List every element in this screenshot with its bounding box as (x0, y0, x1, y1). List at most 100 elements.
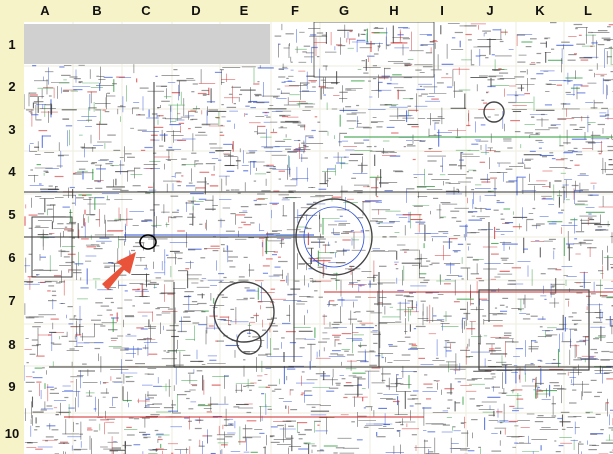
compound-label-mark (445, 73, 449, 75)
compound-label-mark (94, 347, 101, 350)
compound-label-mark (249, 151, 256, 153)
compound-label-mark (142, 347, 149, 349)
compound-label-mark (191, 118, 198, 120)
compound-label-mark (28, 253, 32, 255)
compound-label-mark (87, 427, 92, 429)
compound-label-mark (226, 120, 231, 122)
compound-label-mark (230, 189, 235, 191)
compound-label-mark (400, 424, 404, 426)
compound-label-mark (530, 315, 538, 317)
compound-label-mark (505, 306, 508, 308)
compound-label-mark (300, 102, 308, 104)
compound-label-mark (549, 292, 556, 294)
compound-label-mark (287, 294, 293, 296)
compound-label-mark (116, 76, 125, 78)
compound-label-mark (300, 394, 304, 396)
compound-label-mark (465, 33, 472, 36)
compound-label-mark (86, 119, 93, 121)
compound-label-mark (459, 159, 464, 161)
compound-label-mark (285, 33, 294, 35)
compound-label-mark (427, 160, 437, 162)
compound-label-mark (122, 444, 132, 447)
compound-label-mark (488, 414, 495, 416)
compound-label-mark (492, 69, 499, 71)
compound-label-mark (210, 403, 219, 405)
compound-label-mark (163, 350, 166, 352)
compound-label-mark (171, 452, 174, 454)
compound-label-mark (87, 429, 93, 431)
compound-label-mark (505, 168, 513, 170)
compound-label-mark (587, 31, 593, 34)
compound-label-mark (373, 53, 379, 55)
compound-label-mark (351, 421, 355, 423)
compound-label-mark (491, 253, 499, 255)
compound-label-mark (25, 381, 35, 383)
compound-label-mark (510, 120, 520, 122)
compound-label-mark (298, 263, 306, 265)
compound-label-mark (505, 341, 514, 343)
compound-label-mark (490, 177, 497, 179)
compound-label-mark (557, 388, 567, 390)
compound-label-mark (55, 282, 61, 284)
compound-label-mark (487, 79, 495, 81)
compound-label-mark (607, 149, 613, 152)
compound-label-mark (576, 154, 583, 156)
compound-label-mark (397, 289, 404, 292)
compound-label-mark (317, 424, 320, 426)
compound-label-mark (186, 397, 190, 400)
compound-label-mark (593, 321, 603, 323)
compound-label-mark (414, 403, 422, 405)
compound-label-mark (32, 326, 41, 328)
compound-label-mark (588, 123, 591, 126)
compound-label-mark (539, 326, 543, 328)
compound-label-mark (446, 341, 456, 344)
compound-label-mark (263, 165, 270, 167)
compound-label-mark (145, 405, 150, 407)
compound-label-mark (243, 224, 251, 226)
compound-label-mark (404, 336, 411, 338)
compound-label-mark (162, 117, 166, 119)
compound-label-mark (86, 246, 97, 248)
compound-label-mark (105, 163, 113, 165)
compound-label-mark (318, 296, 323, 298)
compound-label-mark (303, 45, 311, 47)
compound-label-mark (594, 352, 598, 354)
compound-label-mark (494, 347, 501, 349)
compound-label-mark (605, 402, 609, 404)
compound-label-mark (386, 126, 395, 128)
compound-label-mark (270, 426, 278, 428)
compound-label-mark (318, 130, 328, 132)
compound-label-mark (394, 171, 404, 173)
compound-label-mark (404, 251, 407, 253)
compound-label-mark (337, 343, 342, 345)
compound-label-mark (372, 65, 377, 67)
compound-label-mark (59, 66, 65, 68)
compound-label-mark (609, 351, 613, 353)
compound-label-mark (523, 248, 528, 250)
compound-label-mark (425, 292, 433, 294)
compound-label-mark (149, 449, 159, 451)
compound-label-mark (530, 363, 534, 365)
compound-label-mark (508, 101, 516, 104)
compound-label-mark (369, 364, 377, 366)
compound-label-mark (113, 149, 121, 151)
compound-label-mark (216, 117, 220, 119)
compound-label-mark (433, 297, 439, 299)
compound-label-mark (404, 65, 409, 67)
compound-label-mark (206, 183, 209, 185)
column-label-d: D (191, 3, 201, 18)
compound-label-mark (363, 127, 372, 129)
compound-label-mark (465, 177, 473, 179)
compound-label-mark (573, 23, 583, 26)
compound-label-mark (40, 281, 45, 283)
compound-label-mark (217, 340, 224, 342)
compound-label-mark (578, 443, 584, 445)
compound-label-mark (282, 116, 289, 118)
compound-label-mark (149, 281, 157, 284)
compound-label-mark (126, 218, 133, 220)
compound-label-mark (446, 407, 450, 409)
compound-label-mark (361, 324, 366, 326)
compound-label-mark (254, 204, 262, 206)
